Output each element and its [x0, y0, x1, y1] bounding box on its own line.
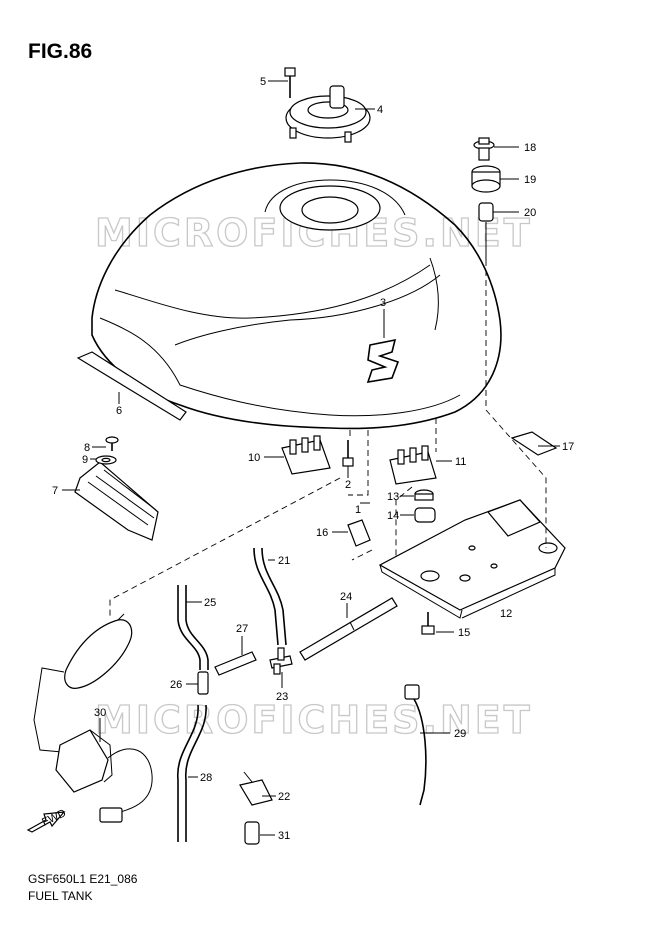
bracket-grommet [414, 489, 434, 501]
bracket-bolt [421, 612, 435, 635]
fuel-cap [285, 85, 371, 143]
callout-10: 10 [248, 452, 260, 464]
tank-pad [510, 431, 558, 456]
callout-12: 12 [500, 608, 512, 620]
tank-cushion [471, 165, 501, 193]
figure-code: GSF650L1 E21_086 [28, 872, 138, 886]
watermark-bottom: MICROFICHES.NET [95, 698, 533, 742]
fwd-arrow: FWD [26, 807, 68, 833]
callout-19: 19 [524, 174, 536, 186]
cushion-washer [95, 455, 117, 465]
callout-27: 27 [236, 623, 248, 635]
bracket-pad [347, 519, 371, 547]
callout-1: 1 [355, 504, 361, 516]
callout-21: 21 [278, 555, 290, 567]
figure-name: FUEL TANK [28, 889, 93, 903]
tank-bracket [378, 499, 566, 619]
breather-hose-short [177, 585, 209, 670]
callout-2: 2 [345, 479, 351, 491]
leader-lines [62, 80, 560, 836]
callout-8: 8 [84, 442, 90, 454]
side-cushion [74, 461, 159, 541]
tank-front-cushion-left [281, 435, 331, 475]
tank-bolt [473, 137, 495, 161]
callout-22: 22 [278, 791, 290, 803]
callout-5: 5 [260, 76, 266, 88]
callout-3: 3 [380, 297, 386, 309]
callout-20: 20 [524, 207, 536, 219]
callout-30: 30 [94, 707, 106, 719]
callout-4: 4 [377, 104, 383, 116]
callout-15: 15 [458, 627, 470, 639]
callout-7: 7 [52, 485, 58, 497]
figure-title: FIG.86 [28, 40, 93, 63]
tank-mount-bolt [342, 440, 354, 467]
callout-24: 24 [340, 591, 352, 603]
hose-clamp [239, 771, 273, 806]
callout-14: 14 [387, 510, 399, 522]
tank-seal-strip [76, 351, 187, 421]
callout-31: 31 [278, 830, 290, 842]
bracket-cushion [414, 507, 436, 523]
callout-29: 29 [454, 728, 466, 740]
reference-lines [109, 260, 547, 618]
callout-28: 28 [200, 772, 212, 784]
three-way-joint [269, 647, 293, 675]
callout-6: 6 [116, 405, 122, 417]
tank-front-cushion-right [389, 445, 437, 485]
tank-collar [478, 202, 494, 222]
callout-26: 26 [170, 679, 182, 691]
callout-17: 17 [562, 441, 574, 453]
callout-18: 18 [524, 142, 536, 154]
cap-bolt [284, 67, 296, 98]
callout-11: 11 [455, 456, 466, 468]
cable-tie [404, 684, 427, 806]
callout-9: 9 [82, 454, 88, 466]
callout-13: 13 [387, 491, 399, 503]
fwd-label: FWD [40, 807, 68, 828]
straight-joint [197, 671, 209, 695]
fuel-tank [91, 162, 502, 430]
callout-25: 25 [204, 597, 216, 609]
drain-hose-upper [253, 547, 287, 646]
callout-23: 23 [276, 691, 288, 703]
hose-joint [214, 651, 257, 676]
drain-hose-lower [177, 704, 207, 842]
clamp-band [244, 821, 260, 845]
breather-hose-long [299, 597, 398, 661]
callout-16: 16 [316, 527, 328, 539]
cushion-screw [105, 436, 119, 451]
